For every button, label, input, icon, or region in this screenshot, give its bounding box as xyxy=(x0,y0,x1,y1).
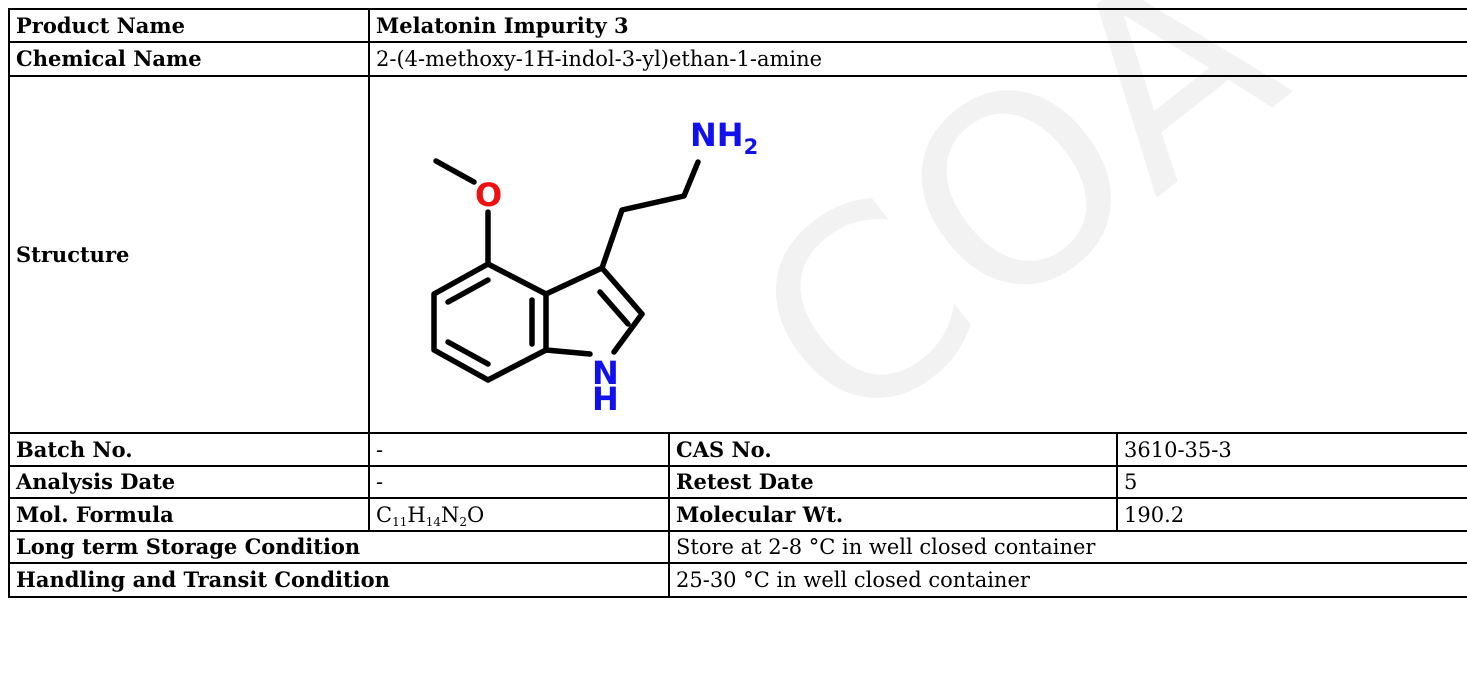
ring-nitrogen-label: N xyxy=(592,354,619,392)
row-analysis-retest: Analysis Date - Retest Date 5 xyxy=(8,465,1467,499)
row-batch-cas: Batch No. - CAS No. 3610-35-3 xyxy=(8,432,1467,467)
mol-formula-label: Mol. Formula xyxy=(8,497,370,532)
cas-no-value: 3610-35-3 xyxy=(1115,432,1467,467)
molecular-wt-label: Molecular Wt. xyxy=(668,497,1118,532)
molecule-bonds xyxy=(431,158,701,383)
molecular-wt-value: 190.2 xyxy=(1115,497,1467,532)
analysis-date-value: - xyxy=(368,465,670,499)
chemical-name-label: Chemical Name xyxy=(8,41,370,77)
batch-no-value: - xyxy=(368,432,670,467)
row-chemical-name: Chemical Name 2-(4-methoxy-1H-indol-3-yl… xyxy=(8,41,1467,77)
handling-label: Handling and Transit Condition xyxy=(8,562,670,598)
coa-table: Product Name Melatonin Impurity 3 Chemic… xyxy=(8,8,1467,598)
analysis-date-label: Analysis Date xyxy=(8,465,370,499)
retest-date-label: Retest Date xyxy=(668,465,1118,499)
row-product-name: Product Name Melatonin Impurity 3 xyxy=(8,8,1467,43)
ring-hydrogen-label: H xyxy=(592,380,619,418)
handling-value: 25-30 °C in well closed container xyxy=(667,562,1467,598)
mol-formula-value: C11H14N2O xyxy=(368,497,670,532)
row-structure: Structure xyxy=(8,75,1467,434)
storage-label: Long term Storage Condition xyxy=(8,530,670,564)
oxygen-atom-label: O xyxy=(475,176,502,214)
retest-date-value: 5 xyxy=(1115,465,1467,499)
cas-no-label: CAS No. xyxy=(668,432,1118,467)
chemical-name-value: 2-(4-methoxy-1H-indol-3-yl)ethan-1-amine xyxy=(367,41,1467,77)
structure-cell: O NH2 N H xyxy=(367,75,1467,434)
row-handling: Handling and Transit Condition 25-30 °C … xyxy=(8,562,1467,598)
row-formula-weight: Mol. Formula C11H14N2O Molecular Wt. 190… xyxy=(8,497,1467,532)
batch-no-label: Batch No. xyxy=(8,432,370,467)
row-storage: Long term Storage Condition Store at 2-8… xyxy=(8,530,1467,564)
chemical-structure-image: O NH2 N H xyxy=(431,116,758,418)
coa-sheet: Product Name Melatonin Impurity 3 Chemic… xyxy=(8,8,1467,598)
product-name-value: Melatonin Impurity 3 xyxy=(367,8,1467,43)
storage-value: Store at 2-8 °C in well closed container xyxy=(667,530,1467,564)
product-name-label: Product Name xyxy=(8,8,370,43)
structure-label: Structure xyxy=(8,75,370,434)
amine-atom-label: NH2 xyxy=(690,116,758,159)
